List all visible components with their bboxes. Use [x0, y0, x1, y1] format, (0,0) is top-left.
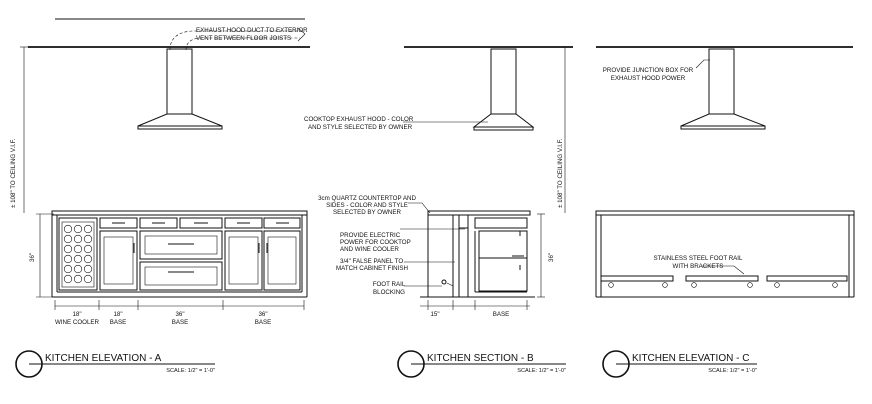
rail-bracket-icon: [832, 282, 838, 288]
scale-a: SCALE: 1/2" = 1'-0": [166, 368, 215, 374]
note-hood-1: COOKTOP EXHAUST HOOD - COLOR: [304, 116, 414, 123]
stainless-foot-rail: [600, 275, 848, 288]
dim-label-1: WINE COOLER: [55, 319, 100, 326]
elevation-a: EXHAUST HOOD DUCT TO EXTERIOR VENT BETWE…: [10, 18, 310, 378]
wine-bottle-icon: [73, 254, 83, 264]
wine-bottle-icon: [63, 224, 73, 234]
note-countertop-2: SIDES - COLOR AND STYLE: [326, 202, 408, 209]
wine-bottle-icon: [73, 234, 83, 244]
title-b: KITCHEN SECTION - B: [427, 353, 534, 364]
wine-bottle-icon: [83, 254, 93, 264]
exhaust-hood-b: [472, 48, 535, 131]
leader-junction: [695, 59, 710, 69]
dim-ceiling-c: ± 108" TO CEILING V.I.F.: [557, 138, 564, 208]
dim-ceiling-a: ± 108" TO CEILING V.I.F.: [10, 138, 17, 208]
dim-section-left: 15": [430, 311, 439, 318]
dim-width-4: 36": [258, 311, 267, 318]
dim-width-2: 18": [113, 311, 122, 318]
dim-width-3: 36": [175, 311, 184, 318]
wine-bottle-icon: [73, 274, 83, 284]
note-hood-2: AND STYLE SELECTED BY OWNER: [308, 124, 413, 131]
wine-bottle-icon: [73, 224, 83, 234]
exhaust-duct-route: [169, 30, 300, 51]
note-foot-rail-1: FOOT RAIL: [373, 281, 406, 288]
dim-section-right: BASE: [493, 311, 510, 318]
section-b: COOKTOP EXHAUST HOOD - COLOR AND STYLE S…: [304, 46, 573, 378]
base-cabinet-18: [99, 217, 138, 291]
note-foot-rail-2: BLOCKING: [373, 289, 405, 296]
wine-bottle-icon: [73, 244, 83, 254]
title-c: KITCHEN ELEVATION - C: [632, 353, 749, 364]
foot-rail-icon: [441, 279, 447, 285]
countertop-c: [595, 210, 855, 216]
base-cabinet-36-doors: [224, 217, 301, 291]
rail-bracket-icon: [608, 282, 614, 288]
wine-bottle-icon: [63, 234, 73, 244]
note-junction-1: PROVIDE JUNCTION BOX FOR: [603, 67, 694, 74]
exhaust-hood-a: [137, 48, 223, 130]
rail-bracket-icon: [691, 282, 697, 288]
note-countertop-3: SELECTED BY OWNER: [333, 209, 401, 216]
wine-bottle-icon: [73, 264, 83, 274]
dim-label-4: BASE: [255, 319, 272, 326]
exhaust-hood-c: [680, 48, 766, 130]
wine-bottle-icon: [83, 244, 93, 254]
wine-bottle-icon: [63, 254, 73, 264]
title-section-b: KITCHEN SECTION - B SCALE: 1/2" = 1'-0": [397, 350, 566, 378]
elevation-c: PROVIDE JUNCTION BOX FOR EXHAUST HOOD PO…: [595, 46, 855, 378]
base-cabinet-36-drawers: [139, 210, 223, 291]
wine-bottle-icon: [83, 264, 93, 274]
dim-height-a: 36": [29, 253, 36, 262]
dim-label-2: BASE: [110, 319, 127, 326]
note-junction-2: EXHAUST HOOD POWER: [611, 75, 686, 82]
leader-countertop: [408, 202, 431, 214]
wine-bottle-icon: [83, 234, 93, 244]
wine-cooler: [58, 217, 98, 291]
title-elevation-a: KITCHEN ELEVATION - A SCALE: 1/2" = 1'-0…: [15, 350, 215, 378]
note-false-panel-1: 3/4" FALSE PANEL TO: [340, 258, 403, 265]
rail-bracket-icon: [774, 282, 780, 288]
note-electric-1: PROVIDE ELECTRIC: [340, 232, 401, 239]
scale-c: SCALE: 1/2" = 1'-0": [708, 368, 757, 374]
rail-bracket-icon: [662, 282, 668, 288]
drawer-top-b: [474, 217, 528, 229]
dim-width-1: 18": [72, 311, 81, 318]
wine-bottle-icon: [63, 274, 73, 284]
wine-bottle-icon: [63, 244, 73, 254]
cabinet-box-b: [478, 230, 528, 292]
note-steel-rail-1: STAINLESS STEEL FOOT RAIL: [654, 255, 743, 262]
wine-bottle-icon: [83, 224, 93, 234]
note-false-panel-2: MATCH CABINET FINISH: [336, 265, 408, 272]
scale-b: SCALE: 1/2" = 1'-0": [517, 368, 566, 374]
leader-steel-rail: [702, 265, 745, 275]
note-electric-2: POWER FOR COOKTOP: [340, 239, 411, 246]
title-elevation-c: KITCHEN ELEVATION - C SCALE: 1/2" = 1'-0…: [602, 350, 757, 378]
note-exhaust-duct-1: EXHAUST HOOD DUCT TO EXTERIOR: [196, 27, 308, 34]
rail-bracket-icon: [747, 282, 753, 288]
dim-height-b: 36": [548, 253, 555, 262]
duct-arrow-icon: [297, 27, 306, 42]
wine-bottle-icon: [83, 274, 93, 284]
false-panel: [452, 214, 460, 298]
dim-label-3: BASE: [172, 319, 189, 326]
title-a: KITCHEN ELEVATION - A: [45, 353, 162, 364]
countertop-b: [427, 210, 531, 216]
note-countertop-1: 3cm QUARTZ COUNTERTOP AND: [318, 195, 416, 202]
note-exhaust-duct-2: VENT BETWEEN FLOOR JOISTS: [196, 35, 291, 42]
note-electric-3: AND WINE COOLER: [340, 246, 399, 253]
countertop-a: [51, 210, 308, 216]
wine-bottle-icon: [63, 264, 73, 274]
note-steel-rail-2: WITH BRACKETS: [673, 263, 724, 270]
